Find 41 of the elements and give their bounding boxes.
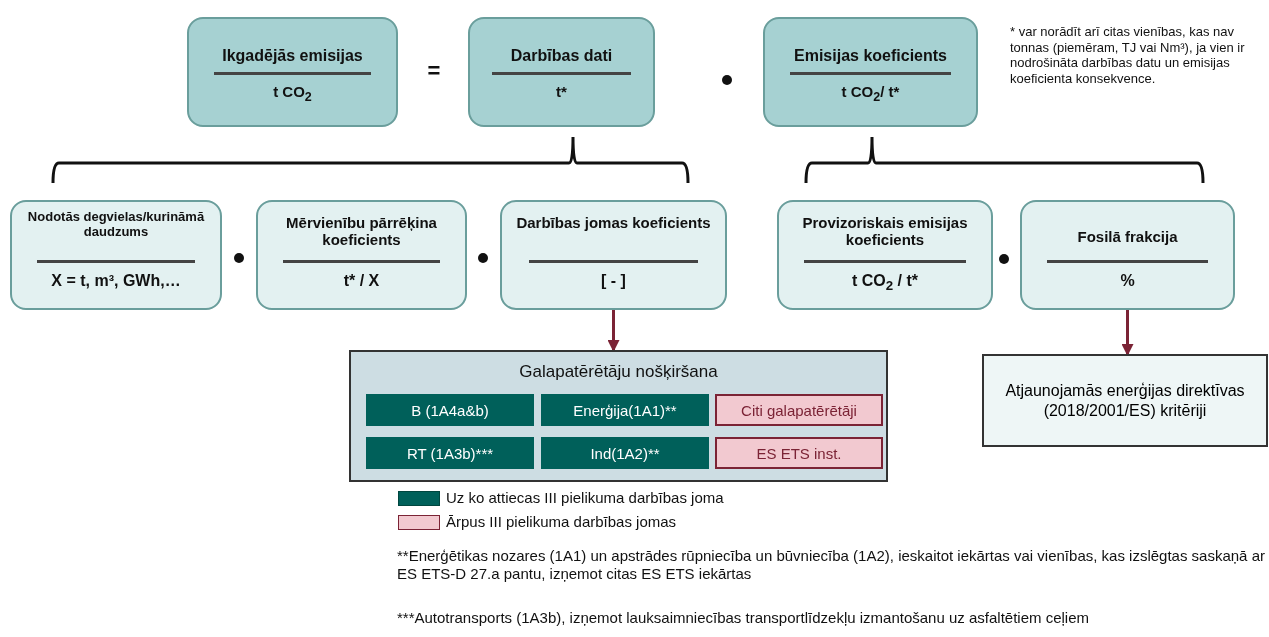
formula-box [777,200,993,310]
formula-box [187,17,398,127]
unit-text: t* / X [342,272,381,291]
box-title: Darbības dati [509,47,614,66]
sector-tag: RT (1A3b)*** [366,437,534,469]
arrow [607,310,620,352]
formula-box [256,200,467,310]
formula-box [10,200,222,310]
sector-tag: B (1A4a&b) [366,394,534,426]
box-title: Nodotās degvielas/kurināmā daudzums [26,210,206,240]
unit-text: % [1119,272,1136,291]
sector-tag: ES ETS inst. [715,437,883,469]
formula-box [763,17,978,127]
unit-text: [ - ] [600,272,627,291]
panel-title: Galapatērētāju nošķiršana [518,362,719,382]
footnote-text: ***Autotransports (1A3b), izņemot lauksaimniecības transportlīdzekļu izmantošanu uz asfaltētiem ceļiem [397,609,1090,627]
box-title: Mērvienību pārrēķina koeficients [285,214,438,249]
box-title: Emisijas koeficients [793,47,948,66]
legend-label: Ārpus III pielikuma darbības jomas [446,513,677,530]
sector-tag: Ind(1A2)** [541,437,709,469]
equals-sign: = [426,58,442,85]
formula-box [1020,200,1235,310]
unit-text: t CO$_{2}$ [272,83,313,105]
box-title: Provizoriskais emisijas koeficients [801,214,969,249]
unit-text: t CO$_{2}$ / t* [850,272,920,294]
box-title: Ikgadējās emisijas [221,47,364,66]
group-panel [349,350,888,482]
sector-tag: Enerģija(1A1)** [541,394,709,426]
unit-text: t* [555,83,568,101]
footnote-text: **Enerģētikas nozares (1A1) un apstrādes rūpniecība un būvniecība (1A2), ieskaitot iekārtas vai vienības, kas izslēgtas saskaņā ar ES ETS-D 27.a pantu, izņemot citas ES ETS iekārtas [397,547,1266,583]
formula-box [500,200,727,310]
legend-label: Uz ko attiecas III pielikuma darbības joma [446,489,724,506]
sector-tag: Citi galapatērētāji [715,394,883,426]
arrow [1121,310,1134,356]
footnote-text: * var norādīt arī citas vienības, kas nav tonnas (piemēram, TJ vai Nm³), ja vien ir nodrošināta darbības datu un emisijas koeficienta konsekvence. [1010,24,1246,87]
criteria-box: Atjaunojamās enerģijas direktīvas (2018/2001/ES) kritēriji [982,354,1268,447]
unit-text: t CO$_{2}$/ t* [840,83,901,105]
box-title: Fosilā frakcija [1076,228,1179,246]
formula-box [468,17,655,127]
box-title: Darbības jomas koeficients [515,214,712,232]
unit-text: X = t, m³, GWh,… [50,272,182,291]
